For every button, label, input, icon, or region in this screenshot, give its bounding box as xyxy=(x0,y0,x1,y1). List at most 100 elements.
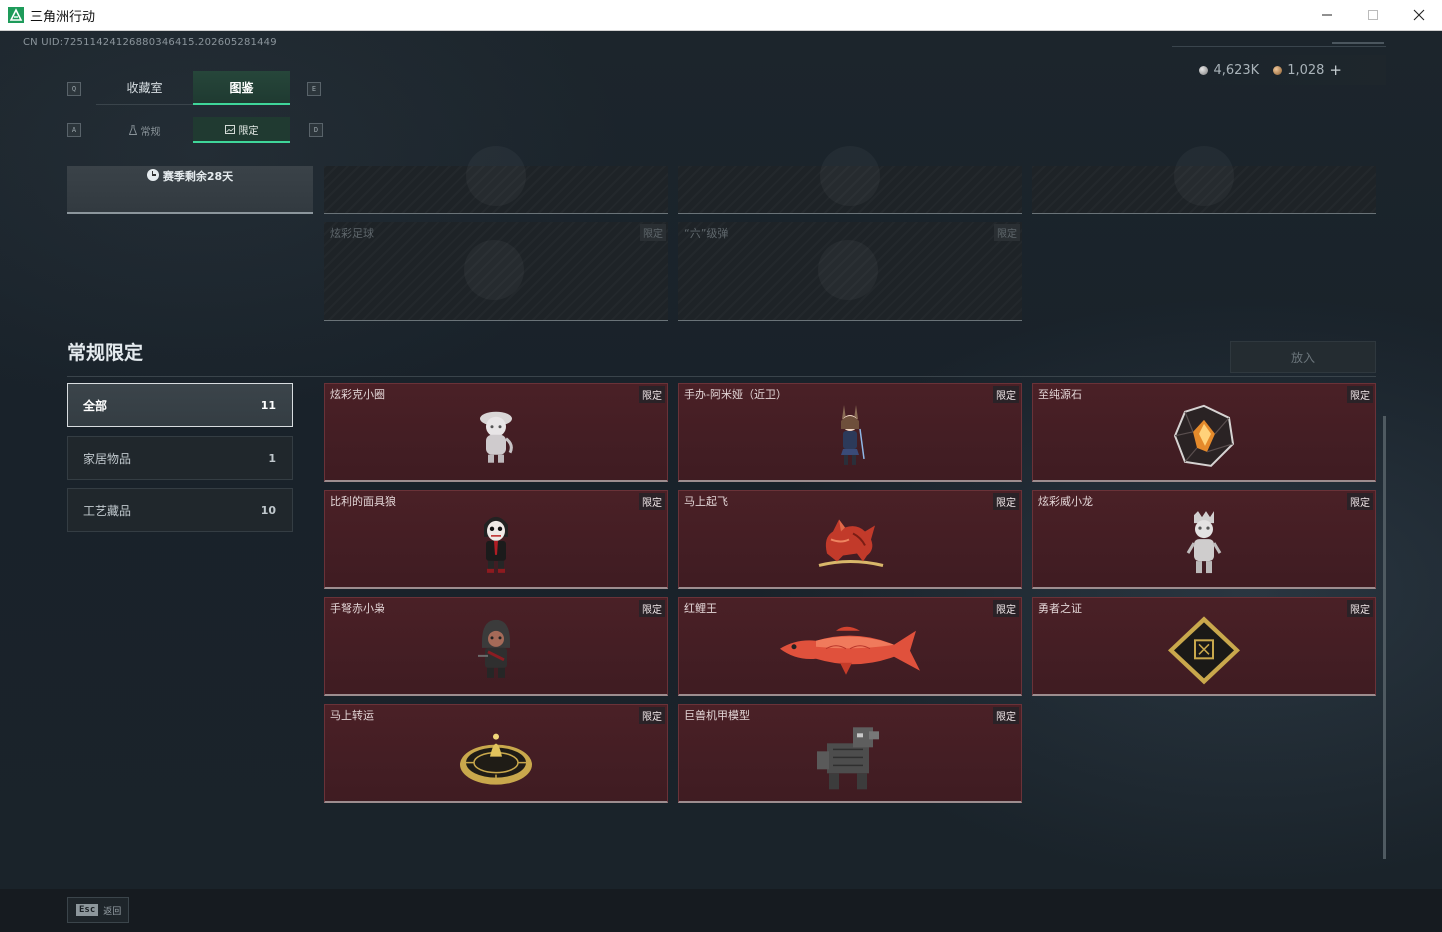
red-carp-icon xyxy=(780,626,920,675)
minimize-button[interactable] xyxy=(1304,0,1350,30)
limited-badge: 限定 xyxy=(993,386,1019,403)
silver-coin-icon xyxy=(1199,65,1209,75)
hero-badge-card-icon xyxy=(1168,616,1240,685)
item-name: 比利的面具狼 xyxy=(330,495,396,508)
clock-icon xyxy=(146,169,159,181)
subtab-limited[interactable]: 限定 xyxy=(193,117,290,143)
window-titlebar: 三角洲行动 xyxy=(0,0,1442,31)
season-remaining-text: 赛季剩余28天 xyxy=(162,170,234,183)
locked-item-silhouette xyxy=(820,146,880,206)
locked-item-card[interactable] xyxy=(1032,146,1376,214)
red-horse-icon xyxy=(818,519,884,567)
locked-item-silhouette xyxy=(818,240,878,300)
key-hint-a: A xyxy=(67,123,81,137)
item-card[interactable]: 勇者之证 限定 xyxy=(1032,597,1376,696)
category-label: 工艺藏品 xyxy=(83,503,132,518)
golden-wheel-icon xyxy=(460,733,532,785)
tab-collection-room[interactable]: 收藏室 xyxy=(96,71,193,105)
limited-badge: 限定 xyxy=(640,224,666,241)
add-currency-button[interactable]: + xyxy=(1329,61,1342,79)
window-title: 三角洲行动 xyxy=(30,9,96,25)
item-name: 红鲤王 xyxy=(684,602,717,615)
item-card[interactable]: 红鲤王 限定 xyxy=(678,597,1022,696)
category-all[interactable]: 全部 11 xyxy=(67,383,293,427)
item-name: 炫彩克小圈 xyxy=(330,388,385,401)
image-icon xyxy=(224,124,235,134)
item-card[interactable]: 手办-阿米娅（近卫） 限定 xyxy=(678,383,1022,482)
hooded-figure-icon xyxy=(478,619,510,678)
limited-badge: 限定 xyxy=(993,493,1019,510)
item-card[interactable]: 马上起飞 限定 xyxy=(678,490,1022,589)
mech-model-icon xyxy=(817,727,879,790)
locked-item-card[interactable]: “六”级弹 限定 xyxy=(678,222,1022,321)
header-accent-line xyxy=(1332,42,1384,44)
key-hint-q: Q xyxy=(67,82,81,96)
bottom-bar xyxy=(0,889,1442,932)
category-household[interactable]: 家居物品 1 xyxy=(67,436,293,480)
white-doll-figure-icon xyxy=(480,411,513,463)
item-name: 巨兽机甲模型 xyxy=(684,709,750,722)
item-name: 至纯源石 xyxy=(1038,388,1082,401)
player-uid: CN UID:72511424126880346415.202605281449 xyxy=(23,37,277,48)
limited-badge: 限定 xyxy=(993,600,1019,617)
currency-bronze[interactable]: 1,028 + xyxy=(1273,61,1386,79)
rabbit-girl-figure-icon xyxy=(841,404,865,465)
back-label: 返回 xyxy=(103,906,122,917)
limited-badge: 限定 xyxy=(1347,600,1373,617)
locked-item-card[interactable] xyxy=(324,146,668,214)
section-divider xyxy=(67,376,1376,377)
tab-catalog[interactable]: 图鉴 xyxy=(193,71,290,105)
limited-badge: 限定 xyxy=(994,224,1020,241)
back-button[interactable]: Esc 返回 xyxy=(67,897,129,923)
bronze-coin-icon xyxy=(1273,65,1283,75)
key-hint-d: D xyxy=(309,123,323,137)
game-viewport: CN UID:72511424126880346415.202605281449… xyxy=(0,31,1442,932)
category-label: 全部 xyxy=(83,398,108,413)
item-name: 手办-阿米娅（近卫） xyxy=(684,388,787,401)
item-card[interactable]: 比利的面具狼 限定 xyxy=(324,490,668,589)
item-card[interactable]: 炫彩克小圈 限定 xyxy=(324,383,668,482)
item-name: “六”级弹 xyxy=(684,227,729,240)
section-title: 常规限定 xyxy=(67,342,144,364)
category-label: 家居物品 xyxy=(83,451,132,466)
close-button[interactable] xyxy=(1396,0,1442,30)
currency-silver-value: 4,623K xyxy=(1213,62,1260,78)
put-in-button[interactable]: 放入 xyxy=(1230,341,1376,373)
subtab-regular[interactable]: 常规 xyxy=(96,117,193,143)
item-name: 勇者之证 xyxy=(1038,602,1082,615)
item-name: 马上起飞 xyxy=(684,495,728,508)
limited-badge: 限定 xyxy=(639,600,665,617)
item-name: 马上转运 xyxy=(330,709,374,722)
currency-bronze-value: 1,028 xyxy=(1287,62,1325,78)
item-card[interactable]: 马上转运 限定 xyxy=(324,704,668,803)
item-name: 炫彩威小龙 xyxy=(1038,495,1093,508)
category-count: 1 xyxy=(268,451,276,465)
silver-dragon-figure-icon xyxy=(1186,511,1222,574)
scrollbar[interactable] xyxy=(1383,416,1386,859)
item-card[interactable]: 至纯源石 限定 xyxy=(1032,383,1376,482)
close-icon xyxy=(1413,9,1425,21)
item-card[interactable]: 巨兽机甲模型 限定 xyxy=(678,704,1022,803)
currency-silver[interactable]: 4,623K xyxy=(1199,63,1259,78)
originium-crystal-icon xyxy=(1173,404,1235,467)
header-divider xyxy=(1172,46,1386,47)
main-tabs: 收藏室 图鉴 xyxy=(96,71,290,105)
limited-badge: 限定 xyxy=(639,493,665,510)
app-logo-icon xyxy=(8,7,24,23)
subtab-limited-label: 限定 xyxy=(238,125,259,137)
key-hint-e: E xyxy=(307,82,321,96)
subtab-regular-label: 常规 xyxy=(140,126,161,138)
item-card[interactable]: 手弩赤小枭 限定 xyxy=(324,597,668,696)
locked-item-card[interactable]: 炫彩足球 限定 xyxy=(324,222,668,321)
item-card[interactable]: 炫彩威小龙 限定 xyxy=(1032,490,1376,589)
minimize-icon xyxy=(1322,14,1332,16)
limited-badge: 限定 xyxy=(639,707,665,724)
locked-item-card[interactable] xyxy=(678,146,1022,214)
limited-badge: 限定 xyxy=(639,386,665,403)
maximize-icon xyxy=(1368,10,1378,20)
flask-icon xyxy=(128,125,137,135)
item-name: 炫彩足球 xyxy=(330,227,374,240)
maximize-button[interactable] xyxy=(1350,0,1396,30)
category-crafts[interactable]: 工艺藏品 10 xyxy=(67,488,293,532)
currency-bar: 4,623K 1,028 + xyxy=(1170,55,1386,85)
